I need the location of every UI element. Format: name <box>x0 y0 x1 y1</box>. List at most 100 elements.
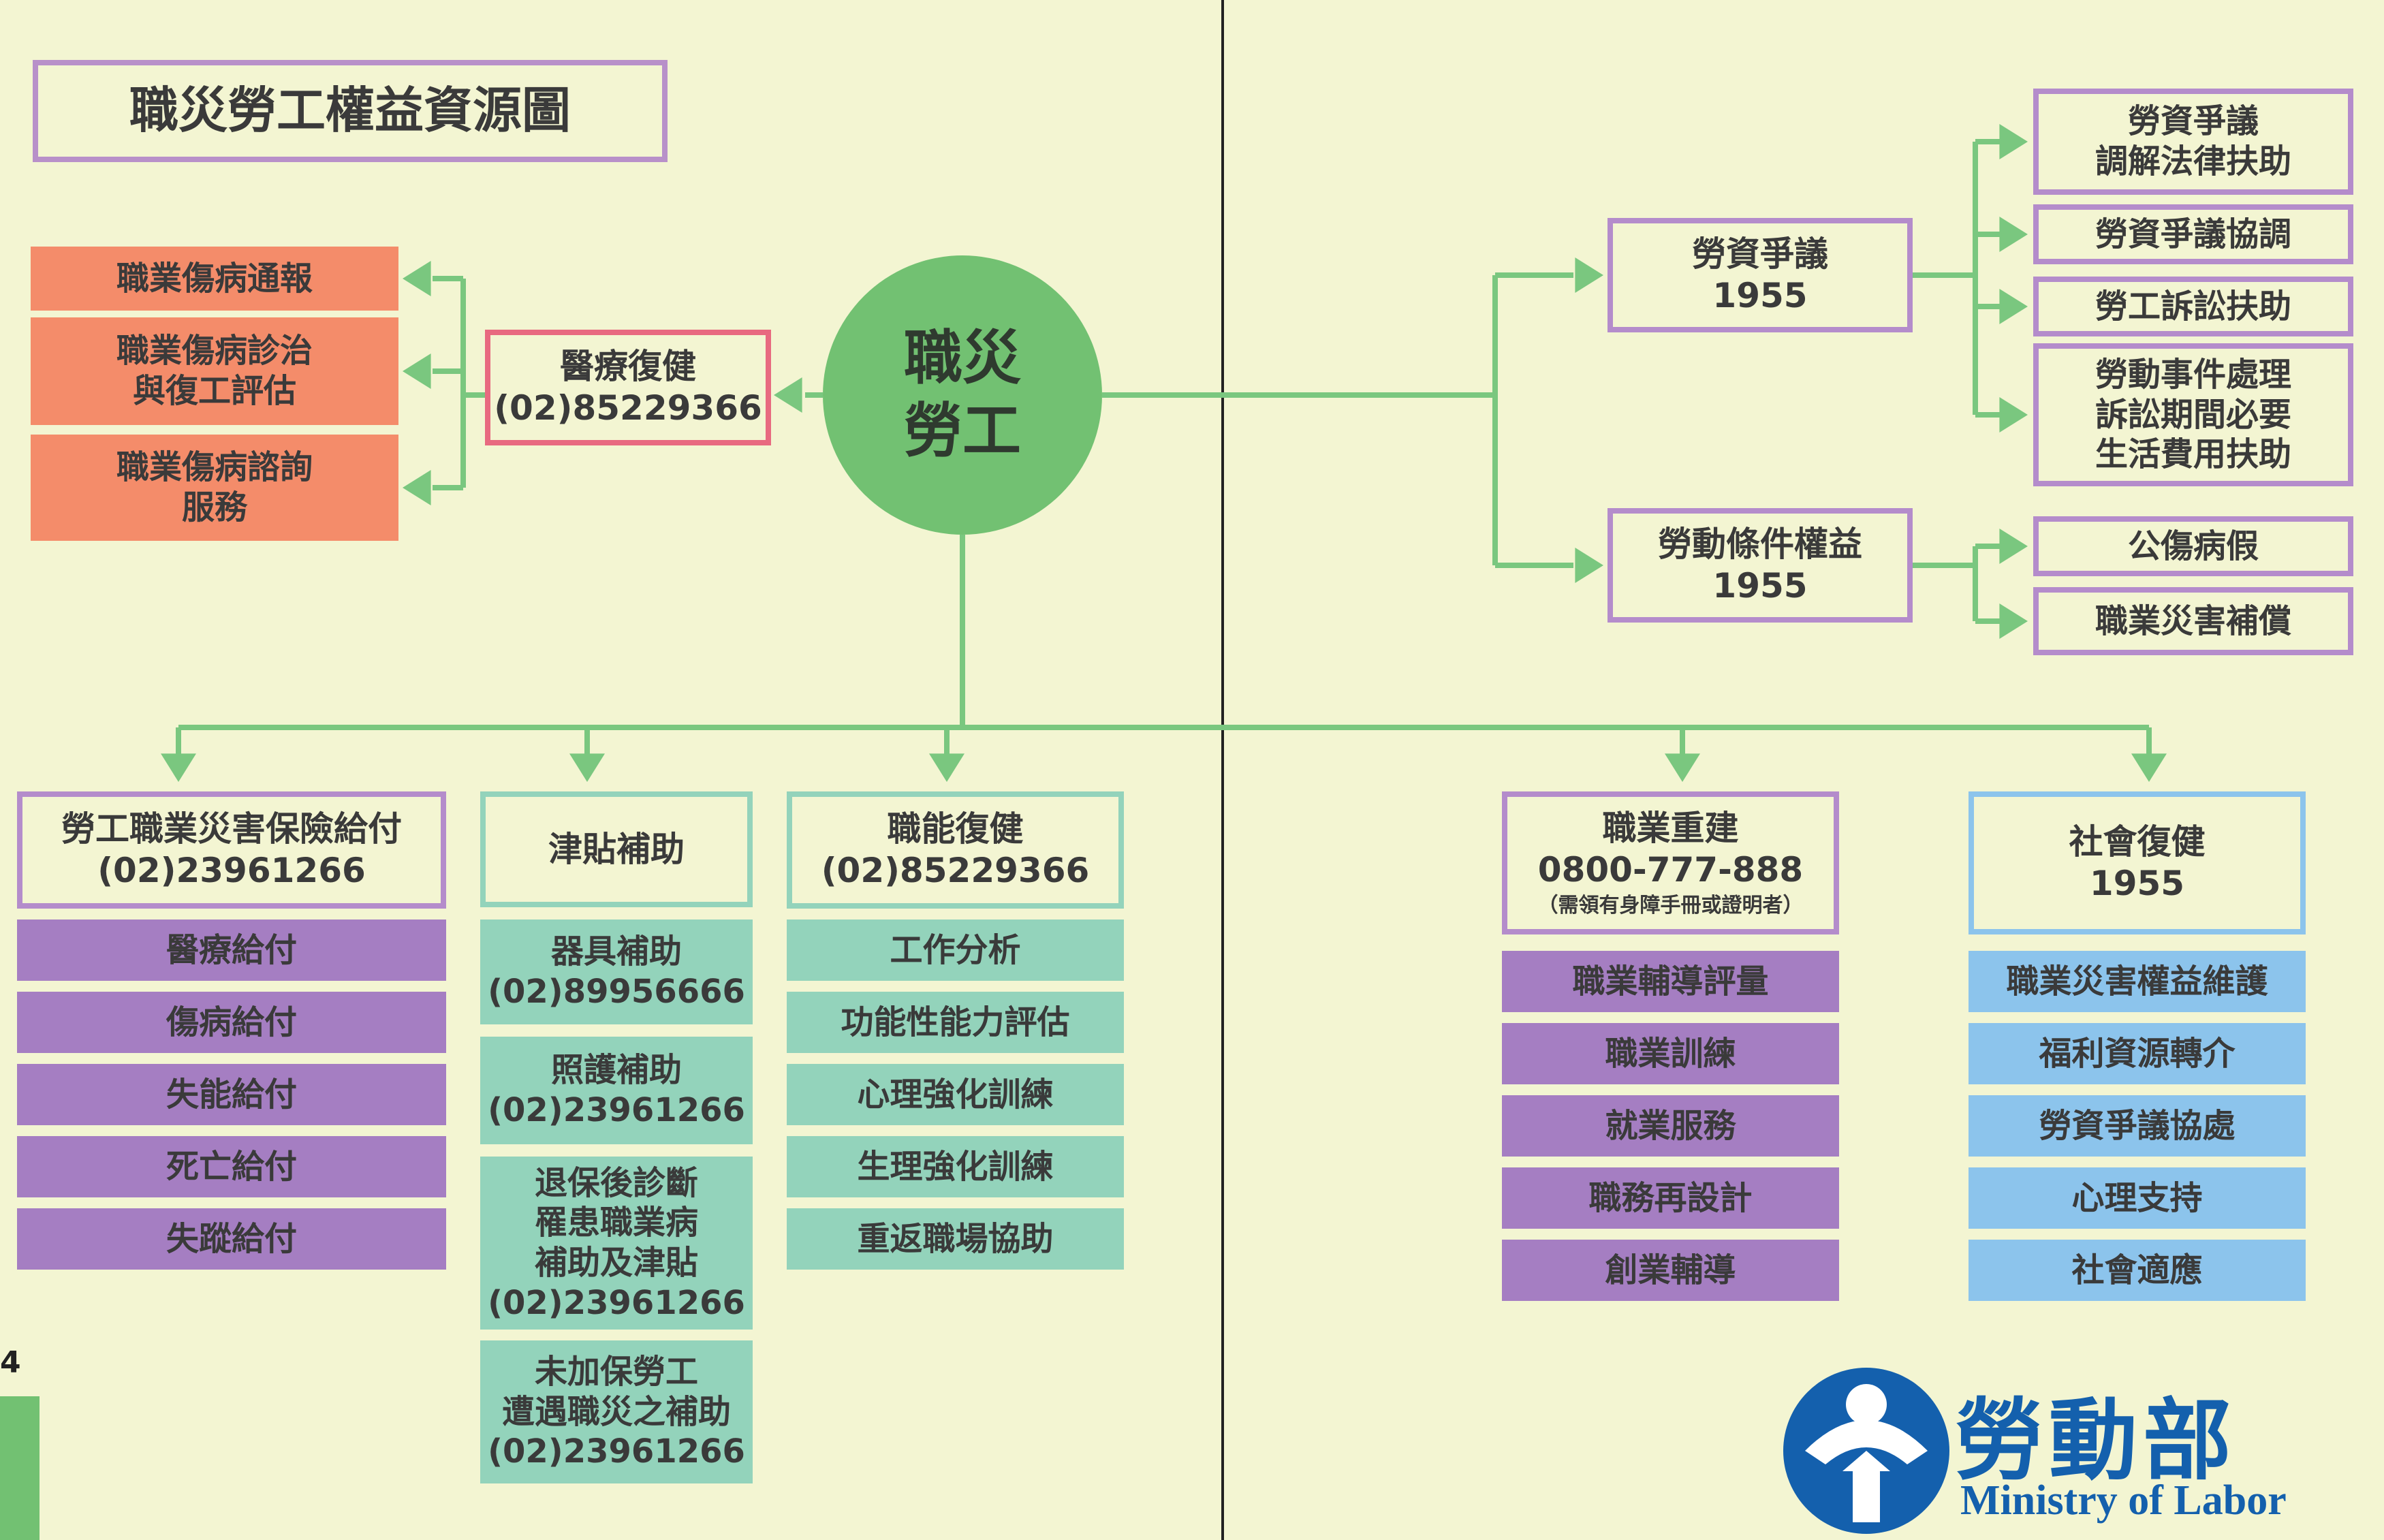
subsidy-item-line: 照護補助 <box>550 1051 682 1090</box>
subsidy-item-line: 器具補助 <box>550 932 682 971</box>
subsidy-item-line: (02)23961266 <box>488 1283 745 1322</box>
labor-dispute-item-line: 生活費用扶助 <box>2095 435 2291 474</box>
social-item: 心理支持 <box>1969 1167 2306 1229</box>
medical-item: 職業傷病診治與復工評估 <box>31 317 398 425</box>
insurance-header-line: (02)23961266 <box>97 851 366 890</box>
labor-conditions-header-line: 1955 <box>1712 566 1808 606</box>
arrow-left-icon <box>403 261 431 296</box>
page-tab-marker <box>0 1396 40 1540</box>
labor-dispute-header-line: 1955 <box>1712 276 1808 315</box>
center-node-line: 勞工 <box>904 397 1021 465</box>
insurance-item: 失能給付 <box>17 1064 446 1125</box>
functional-item-line: 重返職場協助 <box>857 1219 1054 1258</box>
center-node-occupational-injury-worker: 職災 勞工 <box>823 255 1102 535</box>
functional-item: 功能性能力評估 <box>787 992 1124 1053</box>
functional-item: 工作分析 <box>787 920 1124 981</box>
subsidy-header-line: 津貼補助 <box>548 829 685 869</box>
arrow-left-icon <box>403 470 431 505</box>
arrow-left-icon <box>774 377 802 413</box>
subsidy-item-line: (02)23961266 <box>488 1091 745 1129</box>
vocational-item: 職業輔導評量 <box>1502 951 1839 1012</box>
arrow-down-icon <box>161 753 196 782</box>
logo-english-name: Ministry of Labor <box>1960 1477 2287 1524</box>
arrow-right-icon <box>1999 529 2028 564</box>
insurance-item-line: 醫療給付 <box>166 930 297 969</box>
vocational-header-line: 職業重建 <box>1602 808 1739 848</box>
arrow-right-icon <box>1575 548 1603 583</box>
insurance-item-line: 傷病給付 <box>166 1003 297 1041</box>
labor-conditions-header-line: 勞動條件權益 <box>1658 524 1862 564</box>
medical-item-line: 職業傷病診治 <box>116 332 313 371</box>
vocational-item-line: 職業輔導評量 <box>1572 962 1769 1001</box>
functional-item: 重返職場協助 <box>787 1208 1124 1270</box>
functional-header-line: 職能復健 <box>887 809 1024 849</box>
arrow-right-icon <box>1999 603 2028 639</box>
arrow-right-icon <box>1999 124 2028 159</box>
medical-item-line: 與復工評估 <box>132 372 296 410</box>
subsidy-item-line: 未加保勞工 <box>534 1353 698 1392</box>
functional-header-line: (02)85229366 <box>821 851 1090 890</box>
vocational-header-line: 0800-777-888 <box>1537 849 1804 890</box>
medical-rehab-header-line: (02)85229366 <box>494 388 762 428</box>
labor-dispute-item: 勞資爭議協調 <box>2033 204 2353 264</box>
social-header-line: 社會復健 <box>2069 822 2206 862</box>
functional-item-line: 功能性能力評估 <box>841 1003 1070 1041</box>
labor-dispute-item-line: 調解法律扶助 <box>2095 142 2291 180</box>
insurance-header-line: 勞工職業災害保險給付 <box>61 809 402 849</box>
insurance-item: 醫療給付 <box>17 920 446 981</box>
functional-item-line: 生理強化訓練 <box>857 1147 1054 1186</box>
social-item-line: 勞資爭議協處 <box>2039 1106 2236 1145</box>
arrow-right-icon <box>1575 257 1603 293</box>
social-item-line: 心理支持 <box>2071 1178 2203 1217</box>
ministry-of-labor-emblem-icon <box>1783 1368 1949 1534</box>
ministry-logo: 勞動部 Ministry of Labor <box>1778 1362 2364 1536</box>
vocational-item: 職業訓練 <box>1502 1023 1839 1084</box>
social-item-line: 職業災害權益維護 <box>2006 962 2268 1001</box>
vocational-item-line: 創業輔導 <box>1605 1251 1736 1289</box>
labor-dispute-item: 勞工訴訟扶助 <box>2033 277 2353 336</box>
functional-item-line: 心理強化訓練 <box>857 1075 1054 1114</box>
vocational-header-note: （需領有身障手冊或證明者） <box>1537 893 1804 917</box>
labor-conditions-item: 職業災害補償 <box>2033 587 2353 655</box>
subsidy-item-line: 退保後診斷 <box>534 1163 698 1202</box>
arrow-down-icon <box>569 753 605 782</box>
functional-header: 職能復健(02)85229366 <box>787 791 1124 909</box>
vocational-item-line: 職務再設計 <box>1588 1178 1753 1217</box>
subsidy-item: 照護補助(02)23961266 <box>480 1037 753 1144</box>
labor-dispute-item-line: 勞資爭議協調 <box>2095 215 2291 253</box>
social-header-line: 1955 <box>2089 864 2185 903</box>
subsidy-item-line: 遭遇職災之補助 <box>501 1392 731 1431</box>
functional-item: 心理強化訓練 <box>787 1064 1124 1125</box>
arrow-right-icon <box>1999 397 2028 433</box>
arrow-down-icon <box>2131 753 2167 782</box>
logo-y-shape <box>1842 1451 1890 1522</box>
subsidy-item-line: 罹患職業病 <box>534 1204 698 1242</box>
medical-item-line: 服務 <box>181 488 247 527</box>
labor-conditions-item: 公傷病假 <box>2033 516 2353 576</box>
arrow-right-icon <box>1999 289 2028 324</box>
vocational-item-line: 職業訓練 <box>1605 1034 1736 1073</box>
social-item: 勞資爭議協處 <box>1969 1095 2306 1157</box>
labor-dispute-header-line: 勞資爭議 <box>1692 234 1828 274</box>
page-number: 4 <box>0 1345 21 1380</box>
insurance-item-line: 失能給付 <box>166 1075 297 1114</box>
medical-item-line: 職業傷病通報 <box>116 259 313 298</box>
insurance-item: 傷病給付 <box>17 992 446 1053</box>
insurance-item-line: 死亡給付 <box>166 1147 297 1186</box>
arrow-right-icon <box>1999 217 2028 252</box>
medical-rehab-header: 醫療復健(02)85229366 <box>485 330 771 445</box>
insurance-item: 死亡給付 <box>17 1136 446 1197</box>
insurance-item-line: 失蹤給付 <box>166 1219 297 1258</box>
vocational-item: 職務再設計 <box>1502 1167 1839 1229</box>
page-title: 職災勞工權益資源圖 <box>33 60 668 162</box>
arrow-down-icon <box>1665 753 1700 782</box>
insurance-item: 失蹤給付 <box>17 1208 446 1270</box>
labor-conditions-item-line: 職業災害補償 <box>2095 601 2291 640</box>
labor-dispute-item-line: 訴訟期間必要 <box>2095 395 2291 434</box>
